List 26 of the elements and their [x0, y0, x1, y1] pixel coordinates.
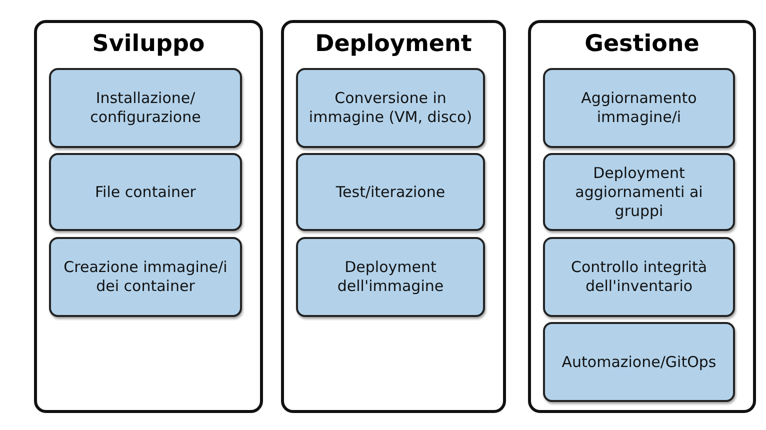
stage-panel: [528, 20, 756, 413]
step-box: [543, 322, 735, 402]
stage-panel: [281, 20, 506, 413]
step-label: Installazione/ configurazione: [89, 89, 202, 127]
step-box: [49, 68, 242, 148]
step-box: [543, 237, 735, 317]
column-heading: Sviluppo: [91, 31, 206, 57]
step-label: Deployment dell'immagine: [336, 258, 445, 296]
step-box: [543, 153, 735, 231]
step-box: [296, 153, 485, 231]
step-box: [543, 68, 735, 148]
step-label: Automazione/GitOps: [560, 352, 718, 372]
step-label: File container: [94, 182, 197, 202]
column-heading: Gestione: [584, 31, 700, 57]
step-label: Aggiornamento immagine/i: [580, 89, 698, 127]
step-box: [296, 237, 485, 317]
step-label: Conversione in immagine (VM, disco): [308, 89, 474, 127]
step-box: [49, 153, 242, 231]
step-label: Test/iterazione: [334, 182, 446, 202]
stage-panel: [34, 20, 263, 413]
step-label: Creazione immagine/i dei container: [62, 258, 228, 296]
step-box: [49, 237, 242, 317]
step-label: Controllo integrità dell'inventario: [570, 258, 708, 296]
step-box: [296, 68, 485, 148]
column-heading: Deployment: [314, 31, 473, 57]
step-label: Deployment aggiornamenti ai gruppi: [574, 164, 704, 220]
